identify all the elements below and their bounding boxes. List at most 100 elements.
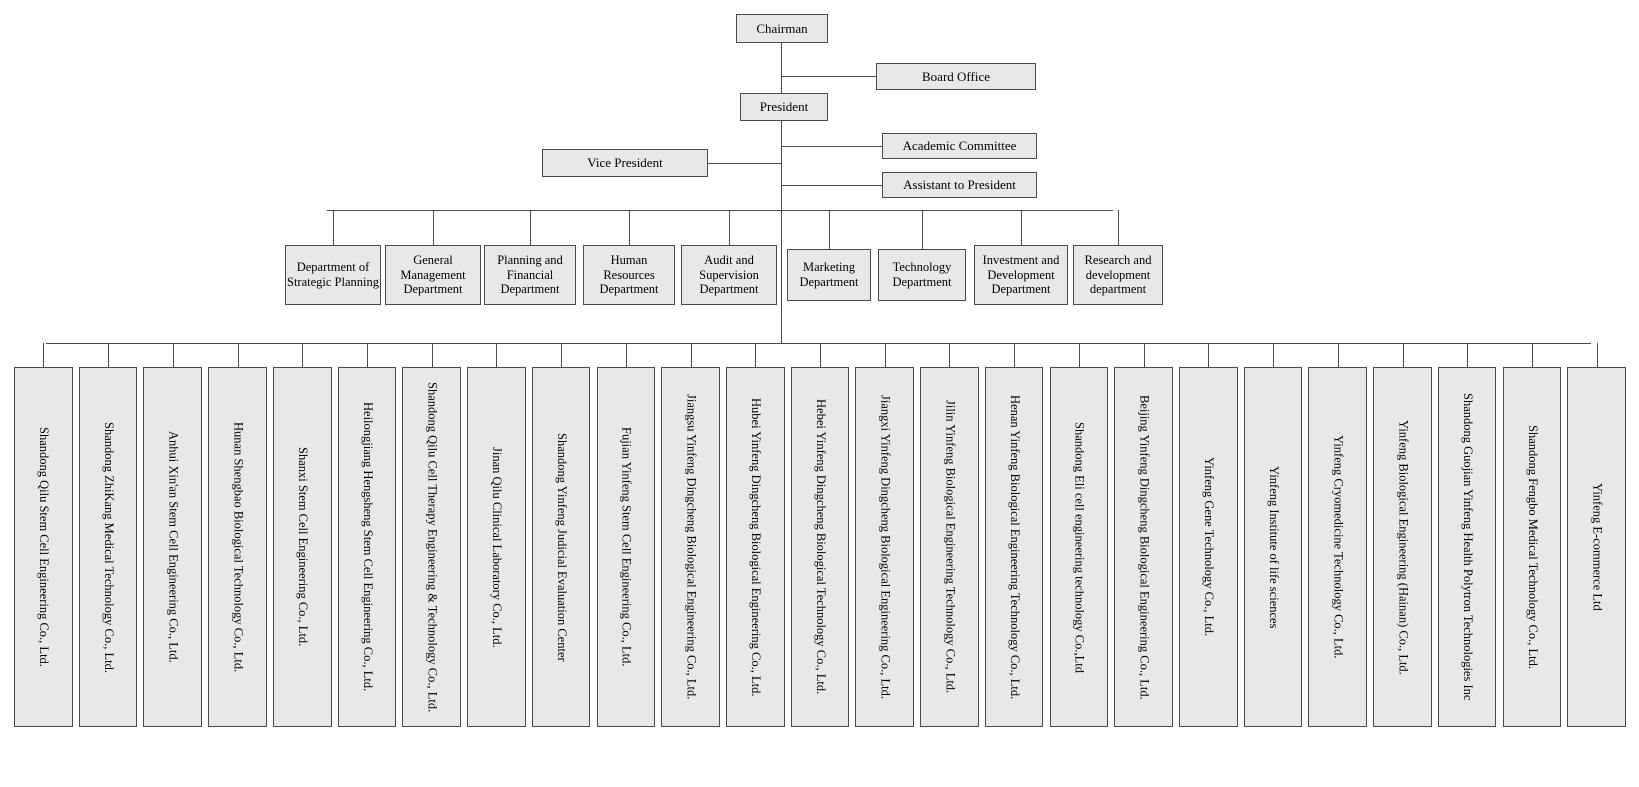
subsidiary-node[interactable]: Shandong ZhiKang Medical Technology Co.,… <box>78 367 138 727</box>
node-chairman-label: Chairman <box>756 20 808 36</box>
connector-chairman-board-office <box>781 76 876 77</box>
node-academic-committee[interactable]: Academic Committee <box>882 133 1037 159</box>
subsidiary-node[interactable]: Yinfeng Institute of life sciences <box>1243 367 1303 727</box>
subsidiary-node-label: Shandong ZhiKang Medical Technology Co.,… <box>101 421 116 673</box>
subsidiary-drop-line <box>431 343 433 367</box>
subsidiary-node[interactable]: Fujian Yinfeng Stem Cell Engineering Co.… <box>596 367 656 727</box>
subsidiary-node-label: Hebei Yinfeng Dingcheng Biological Techn… <box>813 399 828 695</box>
department-node[interactable]: General Management Department <box>385 245 481 305</box>
subsidiary-node[interactable]: Shandong Fengbo Medical Technology Co., … <box>1502 367 1562 727</box>
subsidiary-node[interactable]: Hunan Shengbao Biological Technology Co.… <box>208 367 267 727</box>
department-node[interactable]: Marketing Department <box>787 249 871 301</box>
subsidiary-node[interactable]: Jinan Qilu Clinical Laboratory Co., Ltd. <box>467 367 526 727</box>
subsidiary-node[interactable]: Shanxi Stem Cell Engineering Co., Ltd. <box>272 367 332 727</box>
node-assistant-to-president[interactable]: Assistant to President <box>882 172 1037 198</box>
subsidiary-node-label: Yinfeng Gene Technology Co., Ltd. <box>1202 457 1217 637</box>
node-chairman[interactable]: Chairman <box>736 14 828 43</box>
subsidiary-drop-line <box>690 343 692 367</box>
subsidiary-node-label: Shandong Qilu Cell Therapy Engineering &… <box>425 381 440 713</box>
subsidiary-node[interactable]: Henan Yinfeng Biological Engineering Tec… <box>984 367 1044 727</box>
subsidiary-drop-line <box>1143 343 1145 367</box>
subsidiary-node[interactable]: Beijing Yinfeng Dingcheng Biological Eng… <box>1114 367 1173 727</box>
subsidiary-node-label: Shandong Guojian Yinfeng Health Polytron… <box>1460 393 1475 701</box>
subsidiary-node[interactable]: Yinfeng Cryomedicine Technology Co., Ltd… <box>1308 367 1368 727</box>
subsidiary-node[interactable]: Shandong Qilu Stem Cell Engineering Co.,… <box>14 367 73 727</box>
subsidiary-drop-line <box>302 343 304 367</box>
subsidiary-drop-line <box>43 343 45 367</box>
department-node-label: Marketing Department <box>799 260 859 289</box>
subsidiary-node[interactable]: Shandong Eli cell engineering technology… <box>1049 367 1109 727</box>
subsidiary-drop-line <box>237 343 239 367</box>
subsidiary-node[interactable]: Yinfeng Biological Engineering (Hainan) … <box>1373 367 1432 727</box>
department-drop-line <box>530 210 531 245</box>
subsidiary-node[interactable]: Yinfeng Gene Technology Co., Ltd. <box>1179 367 1238 727</box>
department-node[interactable]: Planning and Financial Department <box>484 245 576 305</box>
subsidiary-node-label: Jilin Yinfeng Biological Engineering Tec… <box>943 400 958 694</box>
connector-president-assistant <box>781 185 882 186</box>
department-bus-line <box>327 210 1113 211</box>
subsidiary-drop-line <box>1078 343 1080 367</box>
department-node-label: Technology Department <box>892 260 952 289</box>
subsidiary-node[interactable]: Shandong Yinfeng Judicial Evaluation Cen… <box>531 367 591 727</box>
subsidiary-drop-line <box>108 343 110 367</box>
node-president[interactable]: President <box>740 93 828 121</box>
subsidiary-drop-line <box>367 343 368 367</box>
subsidiary-node-label: Yinfeng Institute of life sciences <box>1266 465 1281 629</box>
subsidiary-node[interactable]: Hubei Yinfeng Dingcheng Biological Engin… <box>725 367 785 727</box>
department-node-label: Department of Strategic Planning <box>287 260 379 289</box>
subsidiary-drop-line <box>755 343 757 367</box>
subsidiary-node-label: Yinfeng E-commerce Ltd <box>1590 483 1605 611</box>
department-drop-line <box>333 210 334 245</box>
department-node-label: Human Resources Department <box>599 252 659 297</box>
subsidiary-drop-line <box>172 343 174 367</box>
subsidiary-node-label: Beijing Yinfeng Dingcheng Biological Eng… <box>1137 394 1152 700</box>
department-node-label: Planning and Financial Department <box>497 252 563 297</box>
subsidiary-node[interactable]: Hebei Yinfeng Dingcheng Biological Techn… <box>790 367 850 727</box>
subsidiary-node-label: Yinfeng Cryomedicine Technology Co., Ltd… <box>1331 435 1346 659</box>
subsidiary-node-label: Yinfeng Biological Engineering (Hainan) … <box>1396 419 1411 675</box>
connector-president-academic-committee <box>781 146 882 147</box>
subsidiary-drop-line <box>1208 343 1210 367</box>
subsidiary-node[interactable]: Jiangsu Yinfeng Dingcheng Biological Eng… <box>661 367 720 727</box>
department-node[interactable]: Technology Department <box>878 249 966 301</box>
subsidiary-node-label: Shanxi Stem Cell Engineering Co., Ltd. <box>296 447 311 647</box>
subsidiary-drop-line <box>625 343 627 367</box>
subsidiary-node[interactable]: Yinfeng E-commerce Ltd <box>1567 367 1626 727</box>
department-node[interactable]: Research and development department <box>1073 245 1163 305</box>
department-node[interactable]: Audit and Supervision Department <box>681 245 777 305</box>
department-node[interactable]: Human Resources Department <box>583 245 675 305</box>
node-vice-president[interactable]: Vice President <box>542 149 708 177</box>
subsidiary-drop-line <box>884 343 886 367</box>
connector-president-vice-president <box>708 163 781 164</box>
subsidiary-node[interactable]: Jilin Yinfeng Biological Engineering Tec… <box>920 367 979 727</box>
subsidiary-node-label: Hubei Yinfeng Dingcheng Biological Engin… <box>749 397 764 697</box>
subsidiary-bus-line <box>46 343 1591 344</box>
subsidiary-drop-line <box>1531 343 1533 367</box>
subsidiary-node-label: Jiangsu Yinfeng Dingcheng Biological Eng… <box>684 394 699 700</box>
subsidiary-node[interactable]: Shandong Qilu Cell Therapy Engineering &… <box>402 367 461 727</box>
department-node-label: Research and development department <box>1084 252 1152 297</box>
subsidiary-node[interactable]: Anhui Xin'an Stem Cell Engineering Co., … <box>143 367 203 727</box>
subsidiary-node-label: Shandong Eli cell engineering technology… <box>1072 421 1087 673</box>
subsidiary-node[interactable]: Shandong Guojian Yinfeng Health Polytron… <box>1437 367 1497 727</box>
department-drop-line <box>922 210 923 249</box>
subsidiary-node-label: Heilongjiang Hengsheng Stem Cell Enginee… <box>360 402 375 692</box>
subsidiary-drop-line <box>1273 343 1274 367</box>
subsidiary-node[interactable]: Heilongjiang Hengsheng Stem Cell Enginee… <box>337 367 397 727</box>
subsidiary-node-label: Shandong Fengbo Medical Technology Co., … <box>1525 424 1540 669</box>
department-drop-line <box>1118 210 1119 245</box>
subsidiary-drop-line <box>1402 343 1404 367</box>
node-president-label: President <box>759 99 809 115</box>
subsidiary-node-label: Jinan Qilu Clinical Laboratory Co., Ltd. <box>490 446 505 648</box>
department-drop-line <box>1021 210 1022 245</box>
subsidiary-drop-line <box>496 343 498 367</box>
subsidiary-node-label: Jiangxi Yinfeng Dingcheng Biological Eng… <box>878 395 893 699</box>
node-vice-president-label: Vice President <box>587 155 663 171</box>
department-node[interactable]: Investment and Development Department <box>974 245 1068 305</box>
subsidiary-node[interactable]: Jiangxi Yinfeng Dingcheng Biological Eng… <box>855 367 915 727</box>
department-node[interactable]: Department of Strategic Planning <box>285 245 381 305</box>
node-board-office[interactable]: Board Office <box>876 63 1036 90</box>
subsidiary-node-label: Anhui Xin'an Stem Cell Engineering Co., … <box>166 431 181 663</box>
subsidiary-node-label: Henan Yinfeng Biological Engineering Tec… <box>1007 394 1022 700</box>
